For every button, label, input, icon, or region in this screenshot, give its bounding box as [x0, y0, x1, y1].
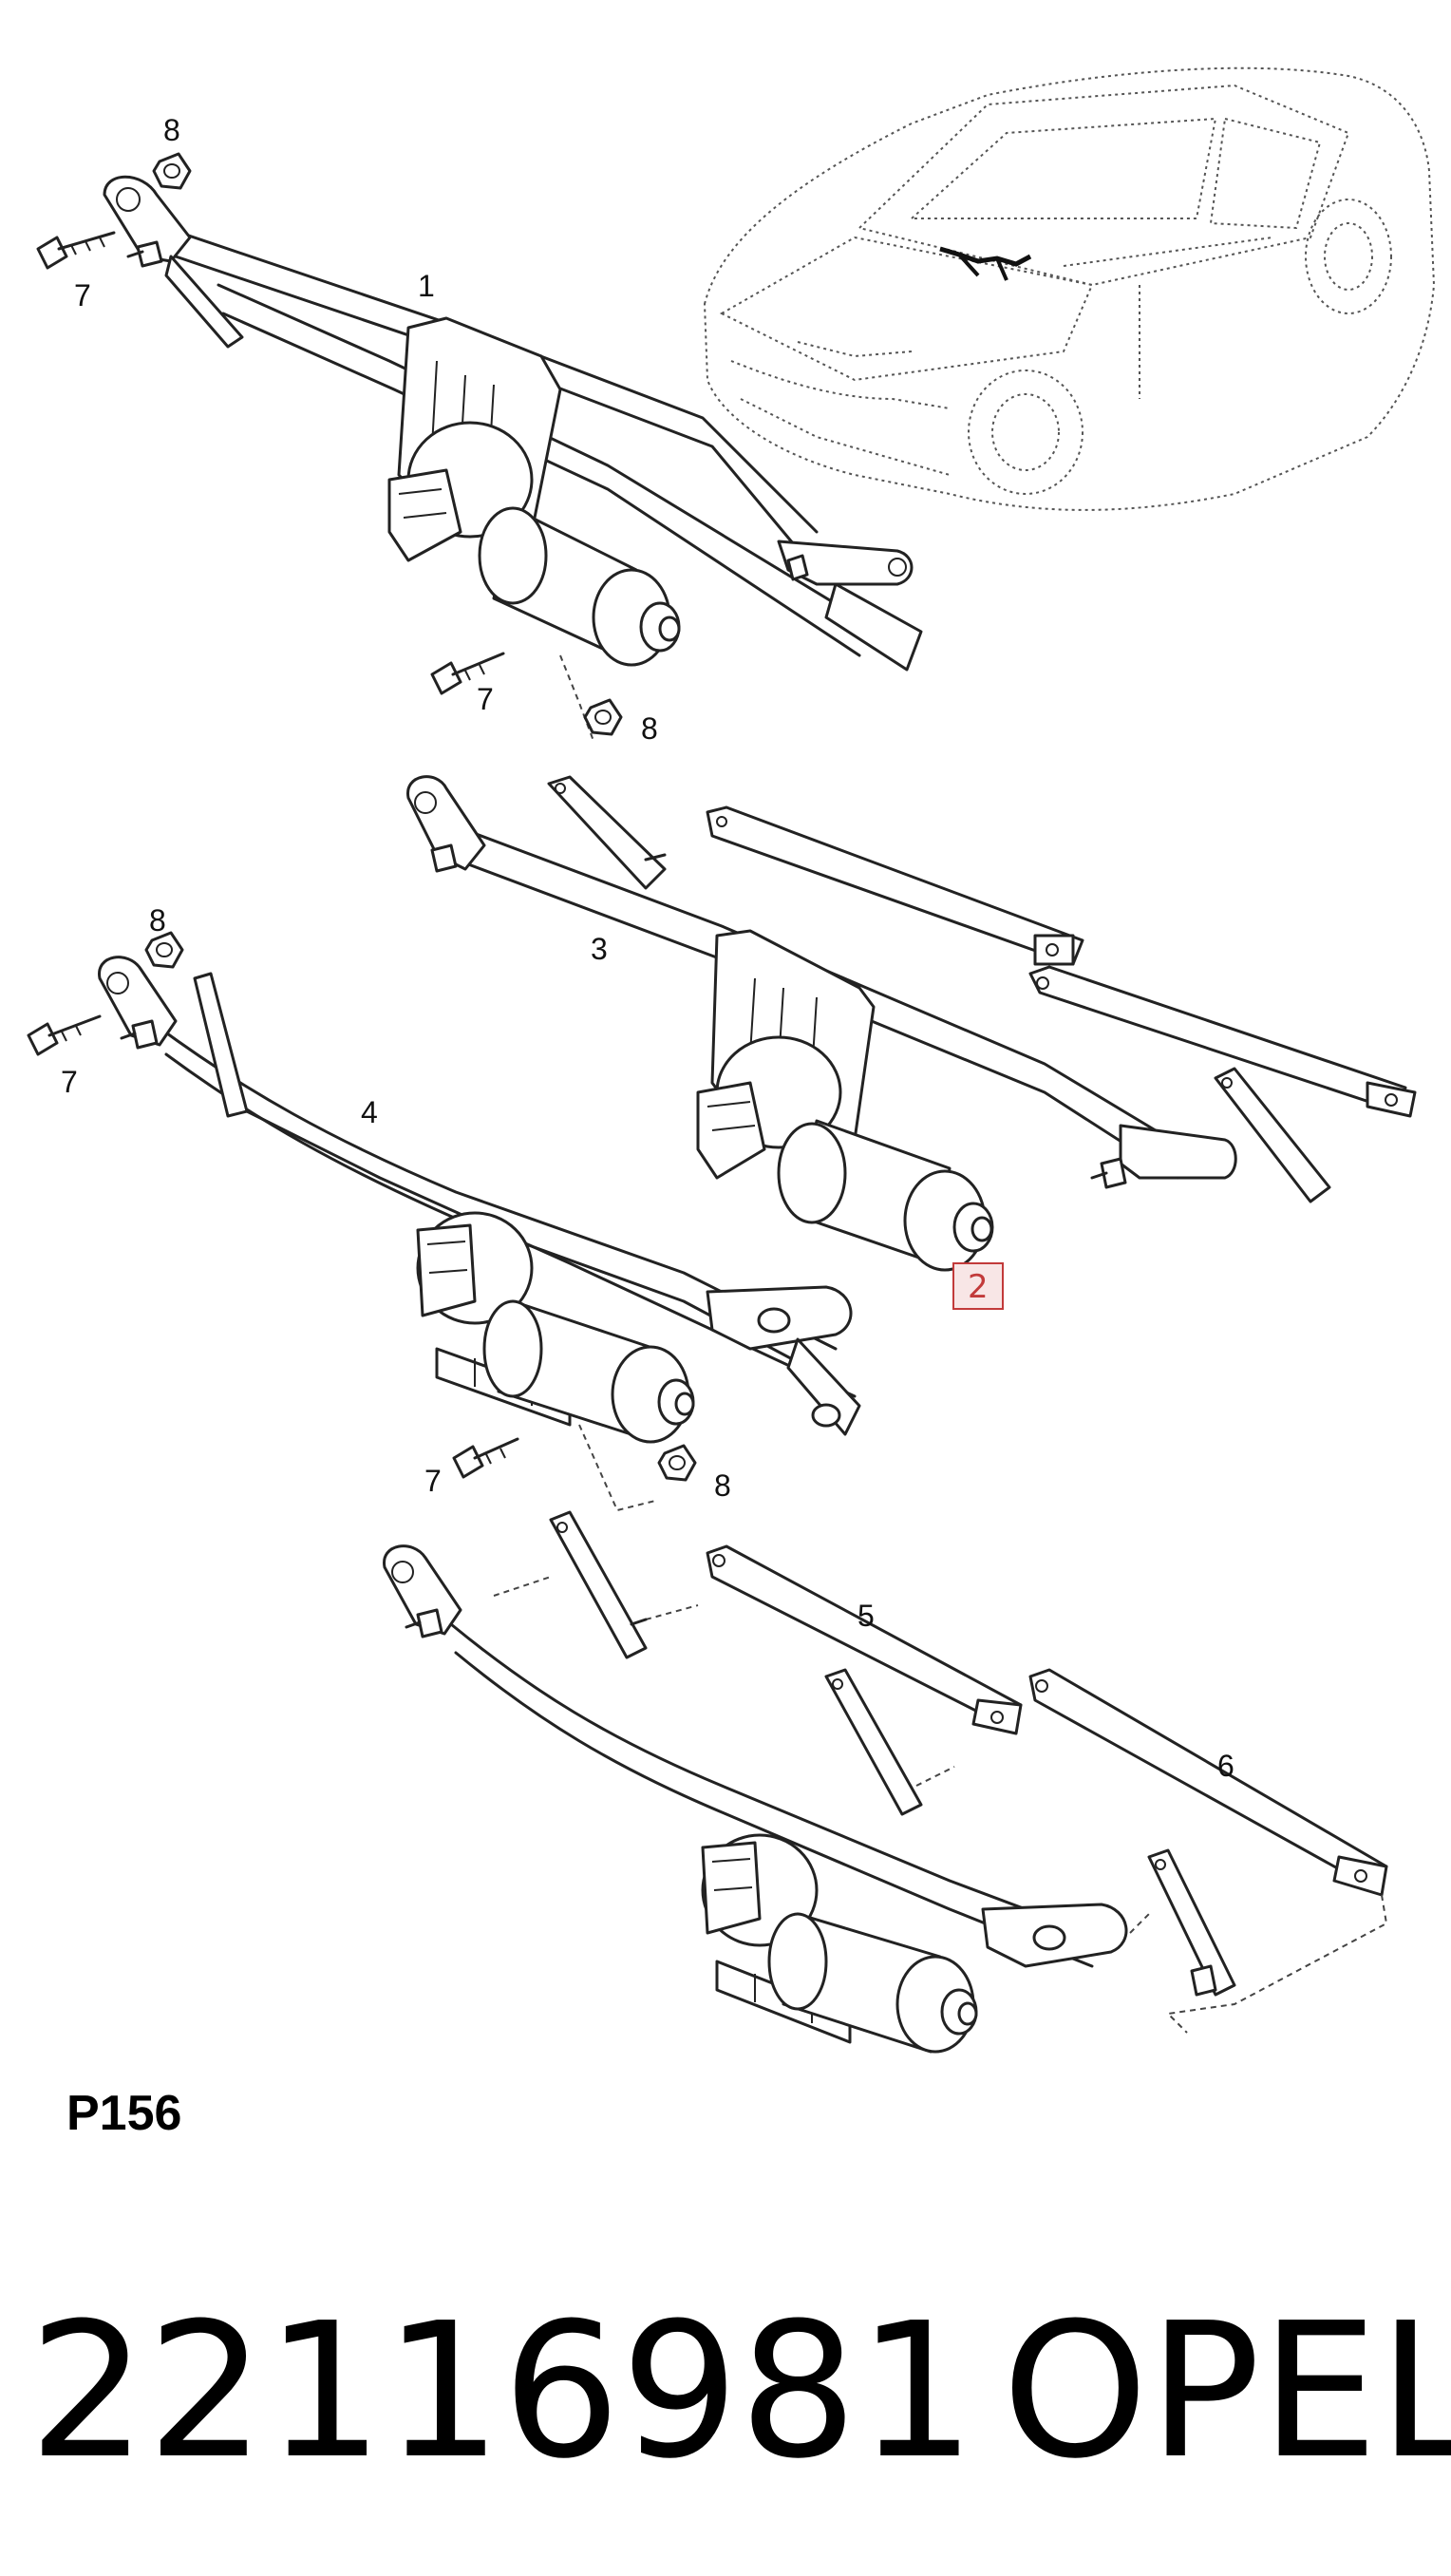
- callout-label: 8: [163, 113, 180, 147]
- car-illustration: [703, 66, 1436, 511]
- callout-label-highlighted[interactable]: 2: [968, 1268, 989, 1306]
- wiper-linkage-assembly-3: [406, 775, 1417, 1272]
- callout-label: 7: [61, 1065, 78, 1099]
- wiper-linkage-assembly-1: [36, 152, 923, 742]
- callout-label: 7: [74, 278, 91, 313]
- callout-label: 7: [424, 1464, 442, 1498]
- bolt-icon: [452, 1437, 519, 1479]
- callout-label: 6: [1217, 1749, 1234, 1783]
- callout-label: 4: [361, 1095, 378, 1129]
- bolt-icon: [27, 1014, 102, 1056]
- nut-icon: [657, 1444, 697, 1482]
- diagram-code: P156: [66, 2086, 181, 2141]
- bolt-icon: [36, 231, 116, 270]
- callout-label: 8: [714, 1468, 731, 1503]
- callout-label: 7: [477, 682, 494, 716]
- callout-label: 8: [149, 903, 166, 938]
- brand-name: OPEL: [1002, 2283, 1451, 2500]
- nut-icon: [583, 698, 623, 736]
- highlight-box: [952, 1262, 1004, 1310]
- nut-icon: [144, 931, 184, 969]
- wiper-linkage-assembly-5-6: [383, 1510, 1388, 2054]
- bolt-icon: [430, 652, 505, 695]
- callout-label: 5: [857, 1599, 875, 1633]
- callout-label: 1: [418, 269, 435, 303]
- part-number: 22116981: [28, 2283, 976, 2500]
- nut-icon: [152, 152, 192, 190]
- wiper-linkage-assembly-4: [27, 931, 861, 1512]
- callout-label: 3: [591, 932, 608, 966]
- callout-label: 8: [641, 711, 658, 746]
